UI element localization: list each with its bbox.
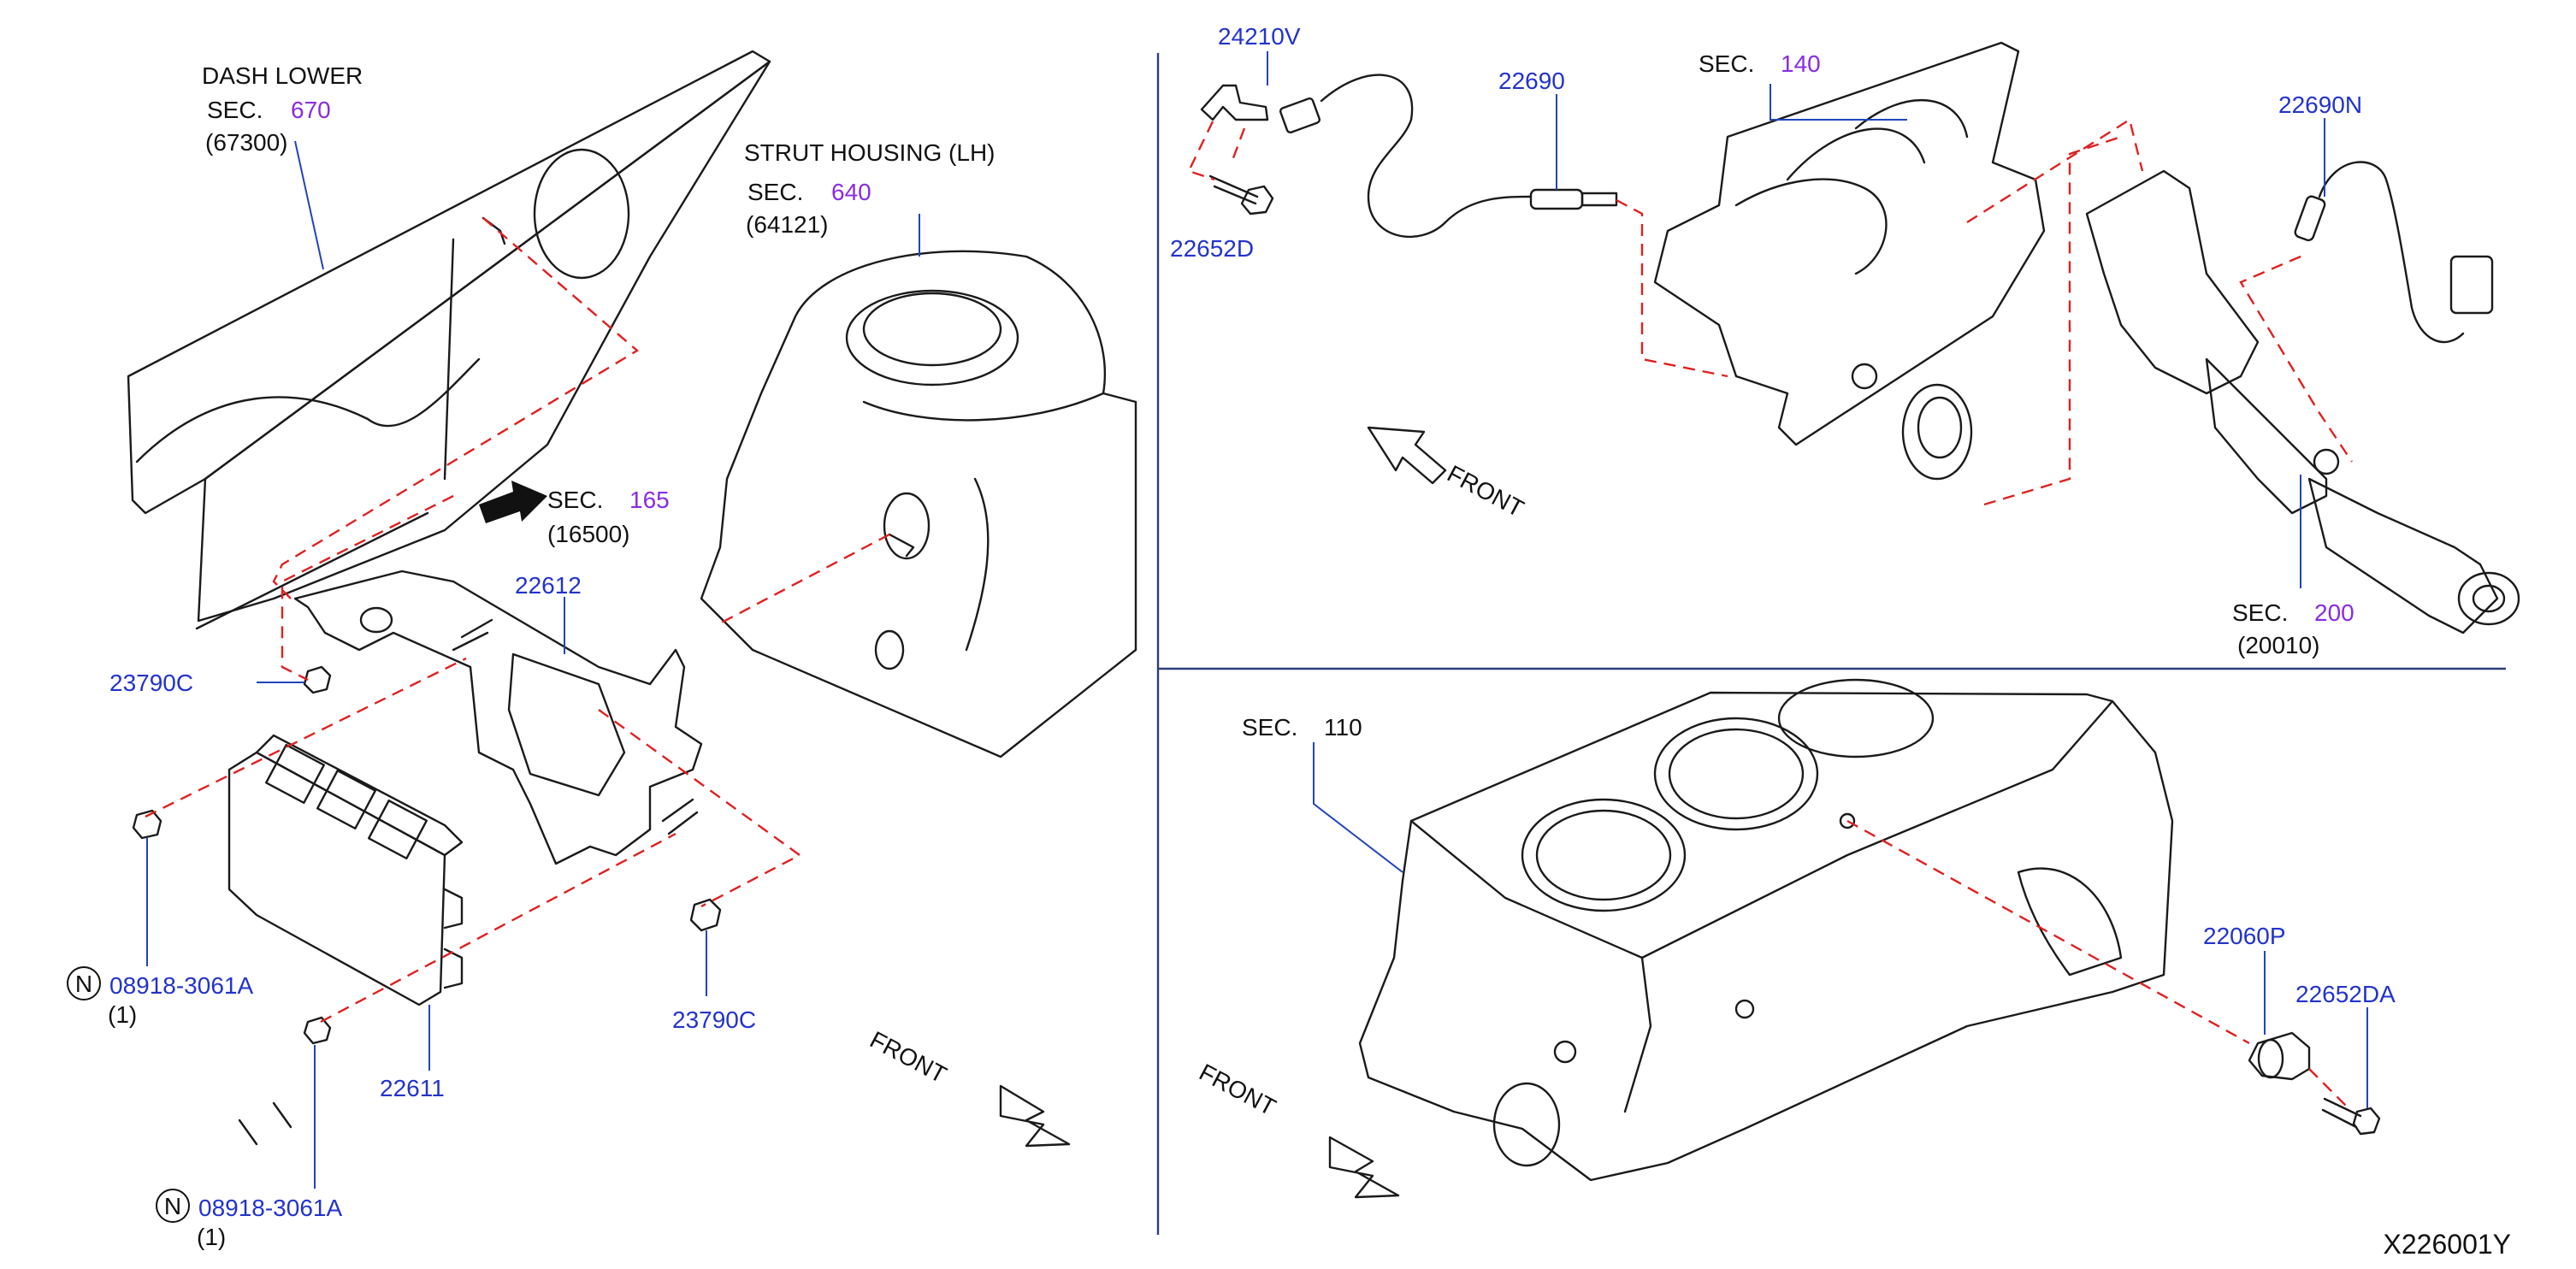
leader-line — [1770, 84, 1907, 121]
knock-sensor-bolt — [2321, 1097, 2381, 1136]
leader-line — [294, 140, 324, 270]
nut-left-part-number: 23790C — [109, 670, 193, 696]
bolt-top-symbol: N — [75, 971, 92, 997]
strut-housing-name: STRUT HOUSING (LH) — [744, 139, 996, 166]
dash-guide — [1616, 198, 1728, 378]
bolt-bottom-part-number: 08918-3061A — [198, 1195, 342, 1221]
manifold-sec-number: 140 — [1781, 50, 1821, 77]
strut-housing-code: (64121) — [746, 211, 829, 238]
knock-sensor-part-number: 22060P — [2203, 923, 2286, 949]
dash-guide — [1846, 819, 2250, 1045]
catalyst-code: (20010) — [2237, 632, 2320, 658]
front-label-bottom-right: FRONT — [1195, 1059, 1280, 1121]
strut-housing-sec-number: 640 — [831, 179, 871, 205]
exhaust-manifold — [1653, 41, 2046, 481]
catalyst-sec-number: 200 — [2314, 599, 2354, 626]
front-arrow-left — [999, 1084, 1071, 1148]
dash-guide — [718, 533, 890, 626]
sec-165-number: 165 — [629, 487, 670, 513]
dash-guide — [320, 832, 676, 1024]
dash-lower-name: DASH LOWER — [202, 62, 363, 89]
ecm-bracket — [293, 570, 703, 865]
dash-guide — [1230, 127, 1246, 163]
dash-guide — [145, 657, 467, 818]
sec-165-code: (16500) — [547, 521, 630, 547]
block-sec-prefix: SEC. — [1242, 714, 1297, 741]
rear-o2-sensor — [2294, 161, 2494, 344]
front-label-top-right: FRONT — [1443, 460, 1528, 522]
bracket-part-number: 22612 — [515, 572, 582, 599]
strut-housing-sec-prefix: SEC. — [747, 179, 803, 205]
bolt-bottom-symbol: N — [164, 1193, 181, 1219]
ecm-unit — [227, 734, 464, 1006]
rear-o2-sensor-part-number: 22690N — [2278, 91, 2362, 118]
dash-lower-sec-number: 670 — [291, 97, 331, 123]
dash-lower-panel — [127, 50, 771, 630]
cylinder-block — [1358, 678, 2174, 1182]
sec-165-pointer-arrow — [479, 481, 547, 523]
front-o2-sensor-part-number: 22690 — [1498, 68, 1565, 94]
ecm-part-number: 22611 — [380, 1075, 445, 1101]
knock-bolt-part-number: 22652DA — [2295, 981, 2396, 1007]
block-sec-number: 110 — [1324, 714, 1362, 741]
dash-guide — [1187, 121, 1215, 181]
bolt-bottom-quantity: (1) — [197, 1224, 226, 1250]
dash-guide — [2239, 255, 2353, 463]
bolt-top-part-number: 08918-3061A — [109, 972, 253, 999]
sec-165-prefix: SEC. — [547, 487, 603, 513]
dash-lower-code: (67300) — [205, 129, 288, 156]
front-label-left: FRONT — [866, 1026, 951, 1089]
dash-guide — [2308, 1068, 2349, 1108]
nut-fasteners-left — [132, 665, 722, 1146]
manifold-sec-prefix: SEC. — [1699, 50, 1754, 77]
front-arrow-bottom-right — [1328, 1136, 1400, 1199]
sensor-bracket — [1200, 84, 1269, 121]
catalytic-converter — [2085, 169, 2520, 634]
dash-guide — [272, 217, 640, 599]
nut-right-part-number: 23790C — [672, 1006, 756, 1033]
dash-guide — [1983, 135, 2122, 506]
front-o2-sensor — [1279, 74, 1618, 239]
bracket-bolt-part-number: 22652D — [1170, 235, 1254, 262]
catalyst-sec-prefix: SEC. — [2232, 599, 2288, 626]
leader-line — [1313, 742, 1403, 873]
diagram-code: X226001Y — [2384, 1229, 2511, 1260]
knock-sensor — [2248, 1031, 2311, 1081]
front-arrow-top-right — [1367, 426, 1447, 485]
dash-lower-sec-prefix: SEC. — [207, 97, 263, 123]
bolt-bottom-symbol-circle — [156, 1189, 190, 1223]
sensor-bracket-part-number: 24210V — [1218, 23, 1301, 50]
strut-housing — [700, 250, 1137, 758]
bracket-bolt — [1208, 174, 1274, 215]
dash-guide — [598, 709, 802, 908]
dash-guide — [281, 494, 454, 682]
dash-guide — [1966, 118, 2144, 224]
bolt-top-quantity: (1) — [108, 1001, 137, 1028]
bolt-top-symbol-circle — [67, 966, 101, 1000]
